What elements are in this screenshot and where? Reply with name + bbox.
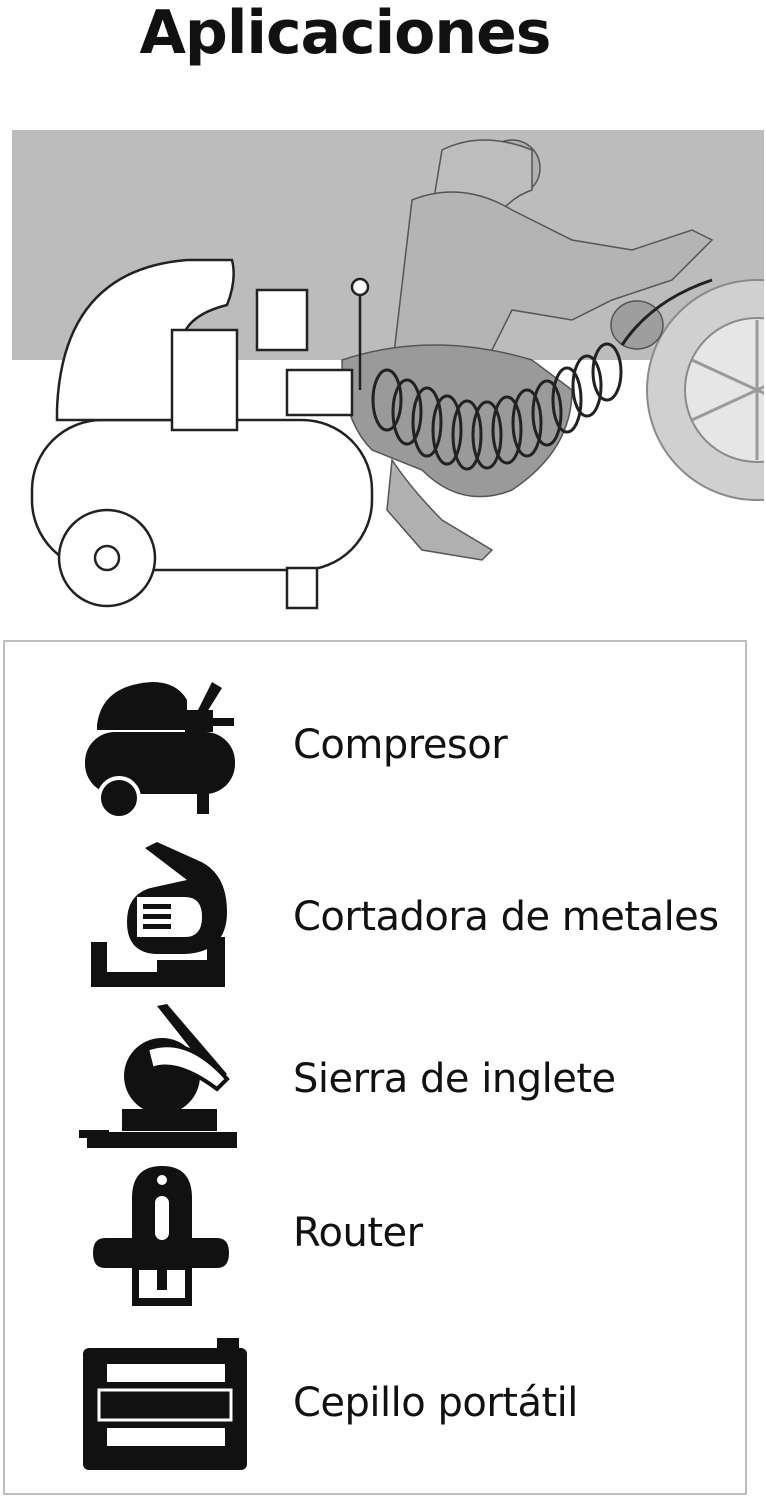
person-figure (341, 139, 714, 561)
application-label: Cortadora de metales (293, 894, 719, 940)
metal-chop-saw-icon (91, 842, 227, 987)
tire-wheel (646, 279, 764, 501)
page-title: Aplicaciones (139, 0, 551, 68)
portable-planer-icon (83, 1338, 247, 1470)
application-label: Cepillo portátil (293, 1380, 578, 1426)
air-compressor-drawing (30, 258, 374, 610)
application-label: Sierra de inglete (293, 1056, 616, 1102)
applications-panel: Compresor Cortadora de metales Sierra de… (3, 640, 747, 1495)
application-row-router: Router (5, 1158, 745, 1308)
application-row-cortadora: Cortadora de metales (5, 842, 745, 992)
application-row-sierra: Sierra de inglete (5, 1004, 745, 1154)
application-row-cepillo: Cepillo portátil (5, 1328, 745, 1478)
router-tool-icon (93, 1166, 229, 1306)
coiled-air-hose (371, 278, 713, 471)
compressor-tire-illustration (12, 130, 764, 610)
air-compressor-icon (85, 682, 235, 820)
miter-saw-icon (79, 1004, 237, 1148)
application-label: Compresor (293, 722, 508, 768)
application-label: Router (293, 1210, 423, 1256)
application-row-compresor: Compresor (5, 670, 745, 820)
